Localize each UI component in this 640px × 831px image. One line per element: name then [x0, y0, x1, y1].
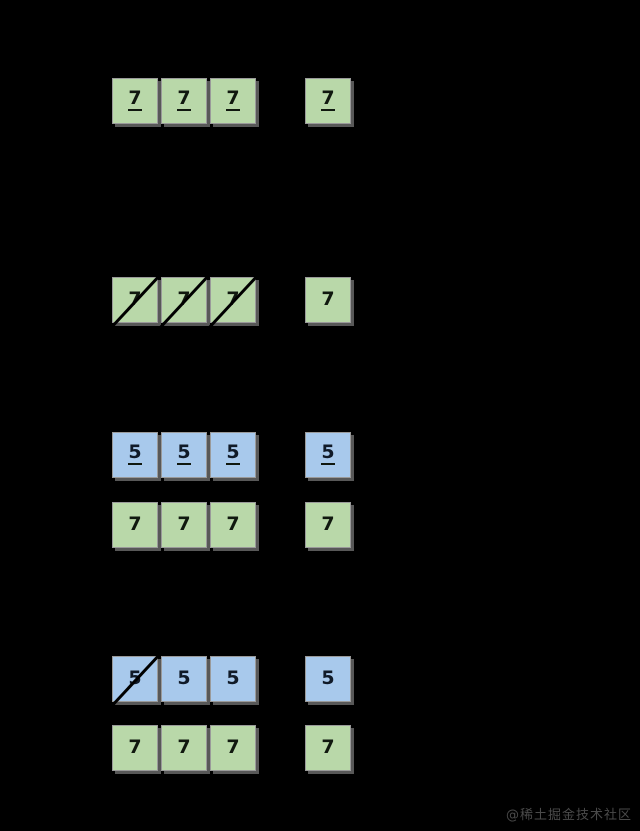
cell-value: 5 — [321, 441, 335, 465]
cell-value: 7 — [128, 87, 142, 111]
array-cell: 7 — [210, 725, 256, 771]
cell-value: 7 — [321, 735, 335, 758]
cell-value: 5 — [321, 666, 335, 689]
cell-row: 7 7 7 7 — [0, 78, 640, 126]
cell-value: 7 — [177, 735, 191, 758]
cell-row: 5 5 5 5 — [0, 432, 640, 480]
cell-value: 7 — [226, 512, 240, 535]
cell-row: 7 7 7 7 — [0, 502, 640, 550]
cell-value: 7 — [226, 735, 240, 758]
cell-row: 7 7 7 7 — [0, 725, 640, 773]
cell-value: 5 — [226, 441, 240, 465]
array-cell: 7 — [112, 502, 158, 548]
cell-value: 7 — [177, 87, 191, 111]
array-cell: 7 — [305, 502, 351, 548]
array-cell: 7 — [205, 272, 261, 332]
array-cell: 5 — [210, 432, 256, 478]
cell-value: 5 — [177, 441, 191, 465]
array-cell: 7 — [305, 725, 351, 771]
array-cell: 7 — [112, 78, 158, 124]
array-cell: 7 — [210, 78, 256, 124]
cell-value: 7 — [177, 512, 191, 535]
cell-value: 5 — [128, 666, 142, 689]
cell-value: 7 — [321, 512, 335, 535]
cell-value: 7 — [128, 287, 142, 310]
array-cell: 5 — [305, 656, 351, 702]
cell-value: 7 — [177, 287, 191, 310]
array-cell: 7 — [161, 502, 207, 548]
cell-row: 7 7 7 7 — [0, 272, 640, 332]
array-cell: 5 — [210, 656, 256, 702]
array-cell: 7 — [161, 725, 207, 771]
cell-value: 7 — [128, 512, 142, 535]
cell-value: 7 — [321, 287, 335, 310]
cell-value: 5 — [177, 666, 191, 689]
array-cell: 7 — [210, 502, 256, 548]
cell-value: 7 — [128, 735, 142, 758]
cell-value: 7 — [226, 87, 240, 111]
cell-row: 5 5 5 5 — [0, 651, 640, 711]
array-cell: 7 — [305, 78, 351, 124]
array-cell: 5 — [161, 656, 207, 702]
array-cell: 5 — [305, 432, 351, 478]
array-cell: 7 — [161, 78, 207, 124]
array-cell: 5 — [112, 432, 158, 478]
cell-value: 5 — [226, 666, 240, 689]
cell-value: 5 — [128, 441, 142, 465]
array-cell: 7 — [156, 272, 212, 332]
array-cell: 5 — [107, 651, 163, 711]
array-cell: 7 — [107, 272, 163, 332]
cell-value: 7 — [226, 287, 240, 310]
array-cell: 7 — [112, 725, 158, 771]
cell-value: 7 — [321, 87, 335, 111]
watermark-label: @稀土掘金技术社区 — [505, 808, 632, 823]
array-cell: 7 — [305, 277, 351, 323]
array-cell: 5 — [161, 432, 207, 478]
